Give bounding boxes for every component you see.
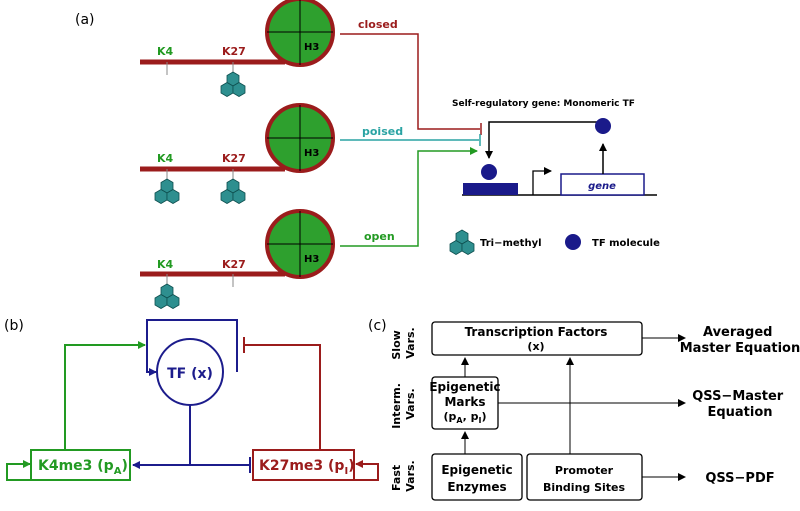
epigenetic-enzymes-box: Epigenetic Enzymes bbox=[431, 453, 523, 501]
trimethyl-legend-icon bbox=[449, 229, 475, 255]
svg-text:Epigenetic: Epigenetic bbox=[429, 380, 500, 394]
svg-text:Transcription Factors: Transcription Factors bbox=[465, 325, 608, 339]
panel-a-label: (a) bbox=[75, 12, 95, 28]
legend-tf-label: TF molecule bbox=[592, 238, 660, 249]
svg-text:(x): (x) bbox=[527, 340, 544, 353]
k27me3-self-activation bbox=[354, 460, 379, 481]
histone-h3-label: H3 bbox=[304, 42, 319, 53]
svg-text:Enzymes: Enzymes bbox=[447, 480, 506, 494]
k4me3-node: K4me3 (pA) bbox=[30, 449, 131, 481]
promoter-box bbox=[463, 183, 518, 195]
gene-label: gene bbox=[588, 181, 616, 192]
k4-label: K4 bbox=[157, 258, 174, 271]
svg-text:Binding Sites: Binding Sites bbox=[543, 481, 626, 494]
nucleosome-open: H3 K4 K27 bbox=[140, 209, 335, 309]
tf-bound-icon bbox=[481, 164, 497, 180]
tf-molecule-legend-icon bbox=[565, 234, 581, 250]
svg-text:Promoter: Promoter bbox=[555, 464, 614, 477]
k4me3-subscript: A bbox=[114, 466, 122, 477]
tf-node-label: TF (x) bbox=[167, 366, 213, 382]
closed-inhibition-line bbox=[340, 33, 480, 130]
svg-text:Epigenetic: Epigenetic bbox=[441, 463, 512, 477]
state-poised-label: poised bbox=[362, 125, 403, 138]
histone-h3-label: H3 bbox=[304, 254, 319, 265]
gene-title: Self-regulatory gene: Monomeric TF bbox=[452, 99, 635, 109]
k27me3-inhibits-tf bbox=[244, 344, 321, 450]
trimethyl-icon bbox=[154, 178, 180, 204]
k27me3-subscript: I bbox=[344, 466, 348, 477]
legend-trimethyl-label: Tri−methyl bbox=[480, 238, 542, 249]
averaged-master-equation: Averaged Master Equation bbox=[680, 325, 800, 356]
qss-master-equation: QSS−Master Equation bbox=[692, 389, 788, 420]
k4me3-self-activation bbox=[6, 460, 40, 481]
interm-vars-label: Interm. Vars. bbox=[390, 379, 417, 429]
nucleosome-poised: H3 K4 K27 bbox=[140, 103, 335, 204]
promoter-arrow bbox=[532, 167, 552, 195]
state-open-label: open bbox=[364, 230, 395, 243]
epigenetic-marks-box: Epigenetic Marks (pA, pI) bbox=[429, 376, 501, 430]
promoter-binding-sites-box: Promoter Binding Sites bbox=[526, 453, 643, 501]
k27-label: K27 bbox=[222, 258, 246, 271]
state-closed-label: closed bbox=[358, 18, 398, 31]
transcription-factors-box: Transcription Factors (x) bbox=[431, 321, 643, 356]
svg-text:Marks: Marks bbox=[444, 395, 485, 409]
trimethyl-icon bbox=[154, 283, 180, 309]
k27me3-label: K27me3 (p bbox=[259, 458, 344, 474]
self-regulation-line bbox=[485, 121, 604, 159]
trimethyl-icon bbox=[220, 71, 246, 97]
trimethyl-icon bbox=[220, 178, 246, 204]
svg-text:K27me3 (pI): K27me3 (pI) bbox=[259, 458, 355, 477]
k27-label: K27 bbox=[222, 45, 246, 58]
k27me3-close: ) bbox=[348, 458, 354, 474]
qss-pdf-equation: QSS−PDF bbox=[705, 471, 774, 486]
svg-text:(pA, pI): (pA, pI) bbox=[443, 410, 486, 425]
tf-node: TF (x) bbox=[156, 338, 224, 406]
k4me3-activates-tf bbox=[64, 341, 146, 450]
open-activation-line bbox=[340, 147, 478, 247]
histone-h3-label: H3 bbox=[304, 148, 319, 159]
panel-b-label: (b) bbox=[4, 318, 24, 334]
panel-c-label: (c) bbox=[368, 318, 387, 334]
k4me3-label: K4me3 (p bbox=[38, 458, 114, 474]
k4-label: K4 bbox=[157, 152, 174, 165]
slow-vars-label: Slow Vars. bbox=[390, 326, 417, 359]
nucleosome-closed: H3 K4 K27 bbox=[140, 0, 335, 97]
k4me3-close: ) bbox=[121, 458, 127, 474]
k27me3-node: K27me3 (pI) bbox=[252, 449, 355, 481]
k27-label: K27 bbox=[222, 152, 246, 165]
k4-label: K4 bbox=[157, 45, 174, 58]
svg-text:K4me3 (pA): K4me3 (pA) bbox=[38, 458, 128, 477]
tf-free-icon bbox=[595, 118, 611, 134]
tf-self-inhibition bbox=[146, 319, 238, 376]
fast-vars-label: Fast Vars. bbox=[390, 460, 417, 492]
